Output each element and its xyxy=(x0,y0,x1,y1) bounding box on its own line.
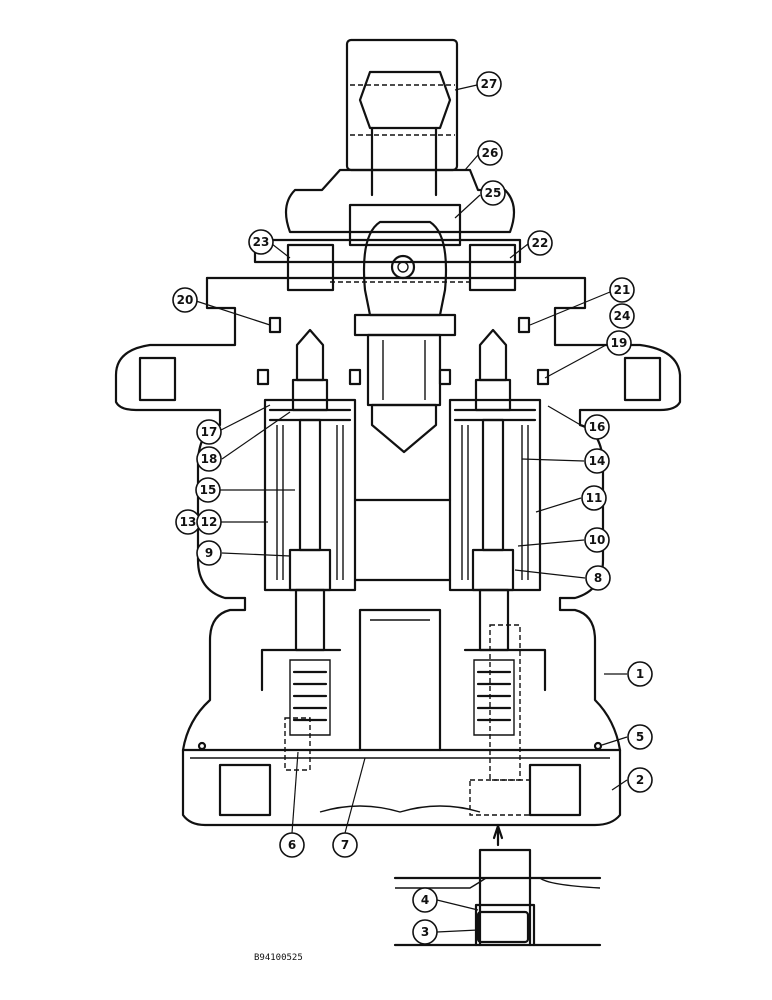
svg-text:15: 15 xyxy=(200,483,217,497)
callout-20: 20 xyxy=(172,287,198,313)
callout-8: 8 xyxy=(585,565,611,591)
callout-26: 26 xyxy=(477,140,503,166)
lower-body xyxy=(181,596,622,816)
callout-25: 25 xyxy=(480,180,506,206)
svg-text:20: 20 xyxy=(177,293,194,307)
svg-text:6: 6 xyxy=(288,838,296,852)
svg-text:4: 4 xyxy=(421,893,429,907)
figure-id: B94100525 xyxy=(254,953,303,963)
callout-7: 7 xyxy=(332,832,358,858)
callout-14: 14 xyxy=(584,448,610,474)
base-plate xyxy=(181,741,622,827)
upper-flange xyxy=(284,168,516,247)
svg-text:13: 13 xyxy=(180,515,197,529)
callout-21: 21 xyxy=(609,277,635,303)
callout-4: 4 xyxy=(412,887,438,913)
callout-19: 19 xyxy=(606,330,632,356)
svg-text:18: 18 xyxy=(201,452,218,466)
top-hex-nut xyxy=(345,38,459,197)
svg-text:25: 25 xyxy=(485,186,502,200)
callout-18: 18 xyxy=(196,446,222,472)
svg-text:11: 11 xyxy=(586,491,603,505)
callout-6: 6 xyxy=(279,832,305,858)
center-cam xyxy=(353,220,457,454)
svg-text:22: 22 xyxy=(532,236,549,250)
callout-5: 5 xyxy=(627,724,653,750)
svg-text:19: 19 xyxy=(611,336,628,350)
callout-15: 15 xyxy=(195,477,221,503)
joystick-plate xyxy=(253,238,522,292)
svg-text:3: 3 xyxy=(421,925,429,939)
svg-text:26: 26 xyxy=(482,146,499,160)
svg-text:24: 24 xyxy=(614,309,631,323)
callout-1: 1 xyxy=(627,661,653,687)
callout-17: 17 xyxy=(196,419,222,445)
svg-text:1: 1 xyxy=(636,667,644,681)
callout-9: 9 xyxy=(196,540,222,566)
callout-24: 24 xyxy=(609,303,635,329)
svg-text:16: 16 xyxy=(589,420,606,434)
callout-2: 2 xyxy=(627,767,653,793)
callout-27: 27 xyxy=(476,71,502,97)
svg-text:9: 9 xyxy=(205,546,213,560)
callout-23: 23 xyxy=(248,229,274,255)
svg-text:12: 12 xyxy=(201,515,218,529)
svg-text:23: 23 xyxy=(253,235,270,249)
callout-3: 3 xyxy=(412,919,438,945)
svg-text:5: 5 xyxy=(636,730,644,744)
svg-text:17: 17 xyxy=(201,425,218,439)
callouts: 27 26 25 23 22 20 21 24 19 17 18 16 14 1… xyxy=(172,71,653,945)
detail-inset xyxy=(393,823,602,947)
svg-text:7: 7 xyxy=(341,838,349,852)
callout-13: 13 xyxy=(175,509,201,535)
svg-text:2: 2 xyxy=(636,773,644,787)
callout-10: 10 xyxy=(584,527,610,553)
callout-16: 16 xyxy=(584,414,610,440)
center-bore xyxy=(353,498,452,752)
svg-text:8: 8 xyxy=(594,571,602,585)
callout-22: 22 xyxy=(527,230,553,256)
right-plunger-assembly xyxy=(448,328,542,652)
callout-11: 11 xyxy=(581,485,607,511)
svg-text:21: 21 xyxy=(614,283,631,297)
svg-text:14: 14 xyxy=(589,454,606,468)
svg-text:27: 27 xyxy=(481,77,498,91)
leader-lines xyxy=(195,84,628,933)
svg-text:10: 10 xyxy=(589,533,606,547)
callout-12: 12 xyxy=(196,509,222,535)
